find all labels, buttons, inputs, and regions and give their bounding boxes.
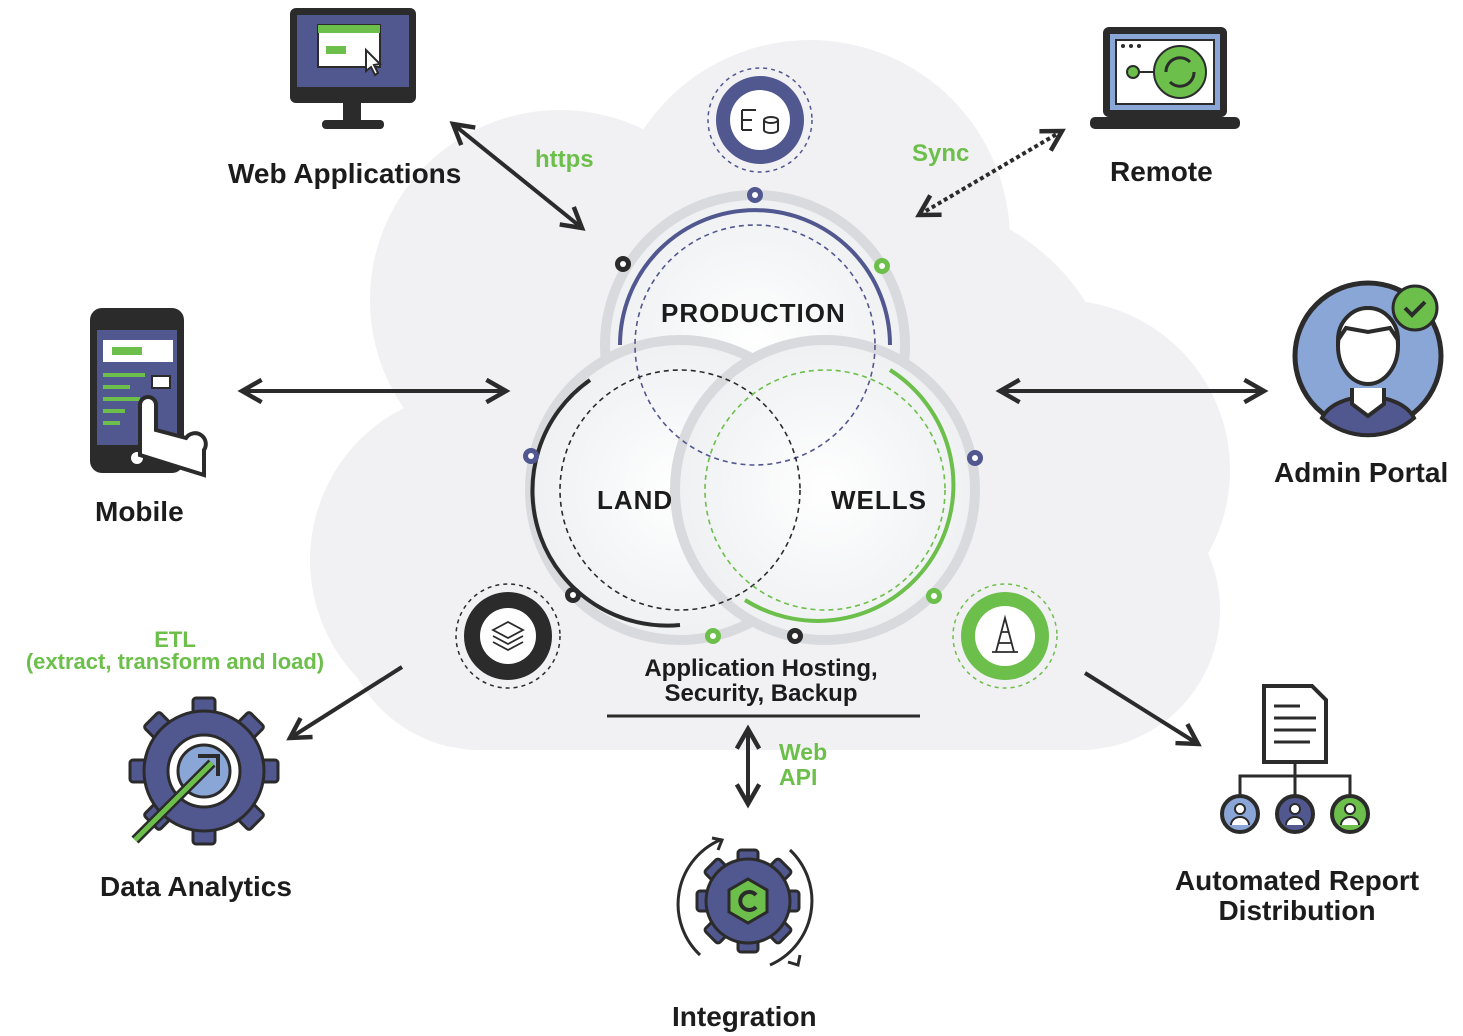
web-api-label: Web API	[779, 740, 827, 790]
monitor-icon	[290, 8, 416, 129]
hosting-line2: Security, Backup	[664, 680, 858, 707]
sync-label: Sync	[912, 140, 970, 167]
land-label: LAND	[597, 485, 674, 515]
document-hierarchy-icon	[1220, 684, 1370, 834]
https-label: https	[535, 146, 594, 173]
admin-portal-label: Admin Portal	[1274, 457, 1449, 488]
oil-derrick-icon	[952, 583, 1058, 689]
data-analytics-label: Data Analytics	[100, 871, 292, 902]
mobile-label: Mobile	[95, 496, 184, 527]
venn-diagram	[523, 187, 983, 645]
integration-label: Integration	[672, 1001, 817, 1032]
web-api-line2: API	[779, 764, 818, 790]
layers-icon	[455, 583, 561, 689]
web-applications-label: Web Applications	[228, 158, 462, 189]
automated-report-line2: Distribution	[1218, 895, 1376, 926]
automated-report-line1: Automated Report	[1174, 865, 1420, 896]
venn-dots	[523, 187, 983, 644]
web-api-line1: Web	[779, 739, 828, 765]
hosting-label: Application Hosting, Security, Backup	[620, 656, 902, 706]
production-label: PRODUCTION	[661, 298, 846, 328]
laptop-icon	[1090, 27, 1240, 129]
gear-integration-icon	[676, 836, 814, 967]
gear-analytics-icon	[128, 696, 280, 846]
hosting-line1: Application Hosting,	[644, 655, 878, 682]
smartphone-icon	[90, 308, 208, 478]
etl-label: ETL (extract, transform and load)	[0, 629, 350, 673]
connection-arrows	[237, 121, 1269, 809]
automated-report-label: Automated Report Distribution	[1156, 866, 1438, 926]
etl-line2: (extract, transform and load)	[25, 649, 325, 674]
wells-label: WELLS	[831, 485, 927, 515]
remote-label: Remote	[1110, 156, 1213, 187]
database-icon	[707, 67, 813, 173]
user-avatar-icon	[1292, 280, 1444, 438]
etl-line1: ETL	[154, 627, 196, 652]
